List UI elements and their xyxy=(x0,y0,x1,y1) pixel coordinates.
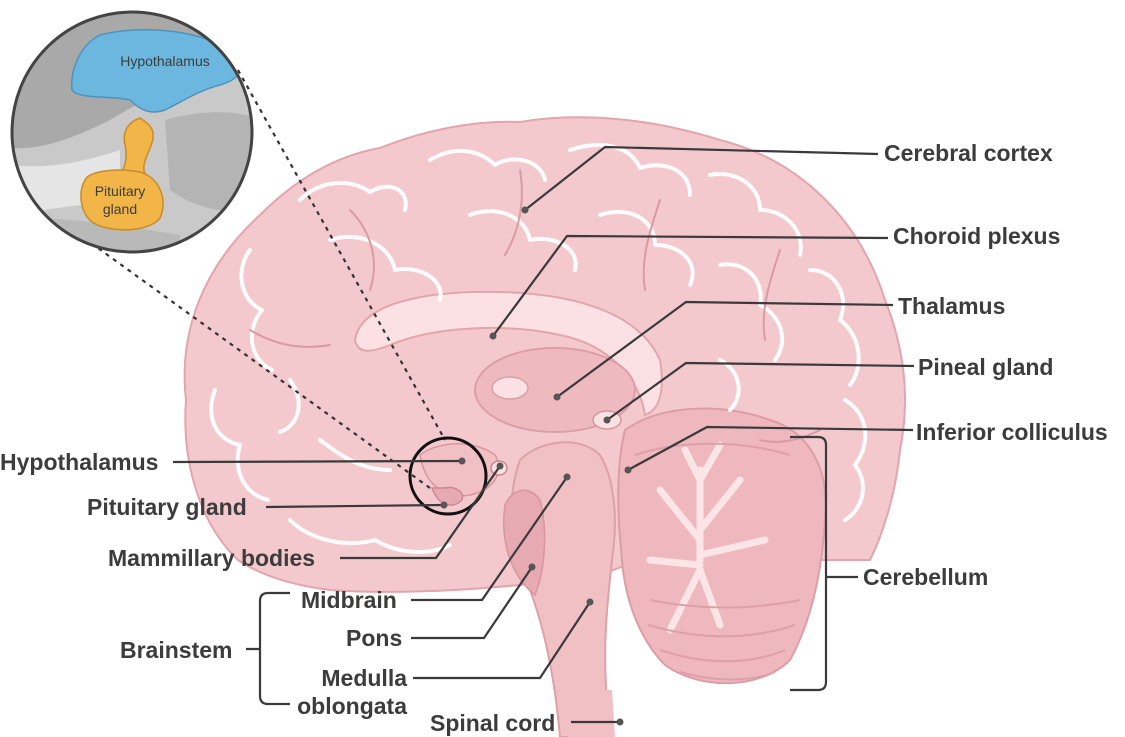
zoom-connector-top xyxy=(237,69,446,441)
label-cerebral-cortex: Cerebral cortex xyxy=(884,140,1053,166)
inset-pituitary-label-1: Pituitary xyxy=(95,183,146,199)
label-choroid-plexus: Choroid plexus xyxy=(893,223,1060,249)
interthalamic-adhesion xyxy=(491,376,529,400)
label-pineal-gland: Pineal gland xyxy=(918,354,1053,380)
label-midbrain: Midbrain xyxy=(301,587,397,613)
zoom-inset: Hypothalamus Pituitary gland xyxy=(10,10,488,516)
brain-illustration xyxy=(183,116,906,737)
leader-lines xyxy=(172,145,915,726)
pituitary-shape xyxy=(430,486,464,506)
inset-pituitary-shape xyxy=(80,169,164,231)
label-inferior-colliculus: Inferior colliculus xyxy=(916,419,1108,445)
label-mammillary-bodies: Mammillary bodies xyxy=(108,545,315,571)
brainstem-bracket xyxy=(246,591,290,706)
labels: Cerebral cortex Choroid plexus Thalamus … xyxy=(0,140,1108,736)
label-pons: Pons xyxy=(346,625,402,651)
inset-pituitary-label-2: gland xyxy=(103,201,137,217)
label-spinal-cord: Spinal cord xyxy=(430,710,555,736)
label-cerebellum: Cerebellum xyxy=(863,564,988,590)
cerebellum xyxy=(617,407,827,685)
label-thalamus: Thalamus xyxy=(898,293,1005,319)
gyri xyxy=(209,143,868,554)
spinal-cord-shape xyxy=(568,690,615,737)
label-medulla-line-2: oblongata xyxy=(297,693,407,719)
zoom-connector-bottom xyxy=(61,221,431,489)
cerebellum-bracket xyxy=(790,435,858,692)
zoom-circle xyxy=(408,436,488,516)
arbor-vitae xyxy=(646,441,769,634)
inset-hypothalamus-label: Hypothalamus xyxy=(120,53,210,69)
cerebellar-folia xyxy=(634,442,801,681)
label-hypothalamus: Hypothalamus xyxy=(0,449,158,475)
label-brainstem: Brainstem xyxy=(120,637,232,663)
sulci xyxy=(249,169,821,443)
label-pituitary-gland: Pituitary gland xyxy=(87,494,247,520)
label-medulla-line-1: Medulla xyxy=(321,665,407,691)
corpus-callosum xyxy=(353,290,663,417)
inset-frame xyxy=(10,10,254,254)
